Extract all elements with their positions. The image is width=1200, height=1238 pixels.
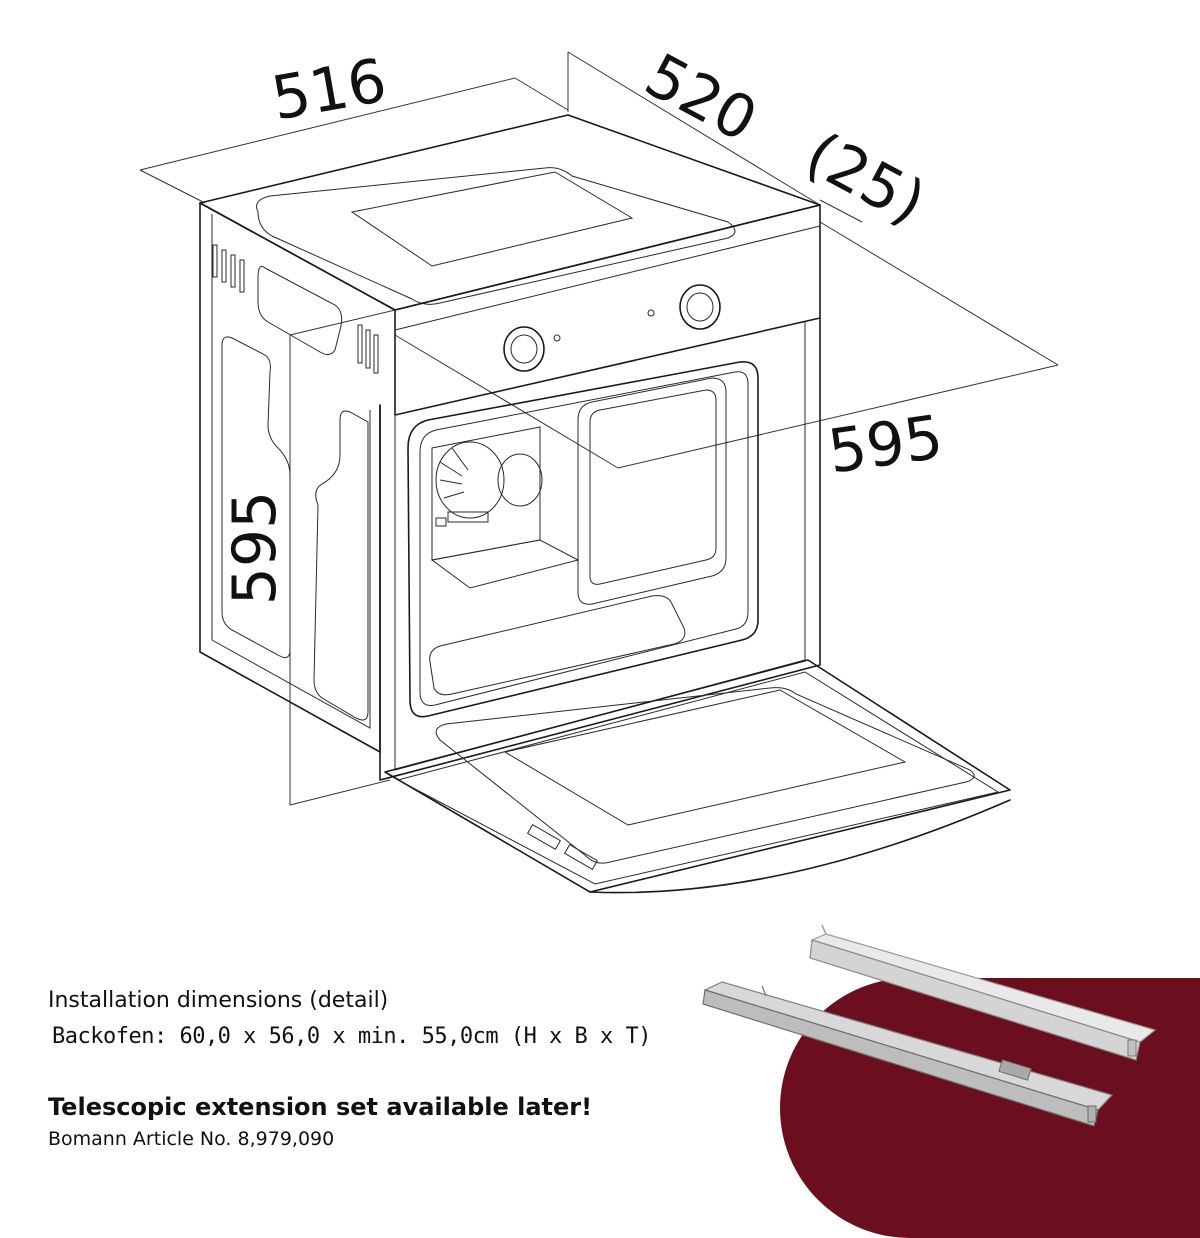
knob-right xyxy=(679,284,721,330)
oven-door xyxy=(384,659,1011,894)
telescopic-note: Telescopic extension set available later… xyxy=(48,1093,593,1121)
oven-size-text: Backofen: 60,0 x 56,0 x min. 55,0cm (H x… xyxy=(52,1024,652,1049)
vent-slots xyxy=(212,244,379,374)
dimension-panel-offset: (25) xyxy=(794,119,936,239)
installation-heading: Installation dimensions (detail) xyxy=(48,988,389,1013)
rail-lower xyxy=(702,981,1114,1127)
dimension-top-width: 516 xyxy=(267,46,392,135)
dimension-front-width: 595 xyxy=(824,402,947,487)
rail-upper xyxy=(809,924,1157,1061)
oven-cavity xyxy=(379,317,821,781)
oven-dimension-diagram: 516 520 (25) 595 595 xyxy=(139,40,1157,1127)
oven-side xyxy=(199,202,396,753)
control-panel xyxy=(394,204,821,416)
knob-left xyxy=(503,326,545,372)
dimension-depth: 520 xyxy=(634,40,768,156)
dimension-height: 595 xyxy=(220,491,290,606)
article-number: Bomann Article No. 8,979,090 xyxy=(48,1128,335,1150)
telescopic-rails-image xyxy=(702,924,1157,1127)
fan-cover xyxy=(435,441,543,527)
